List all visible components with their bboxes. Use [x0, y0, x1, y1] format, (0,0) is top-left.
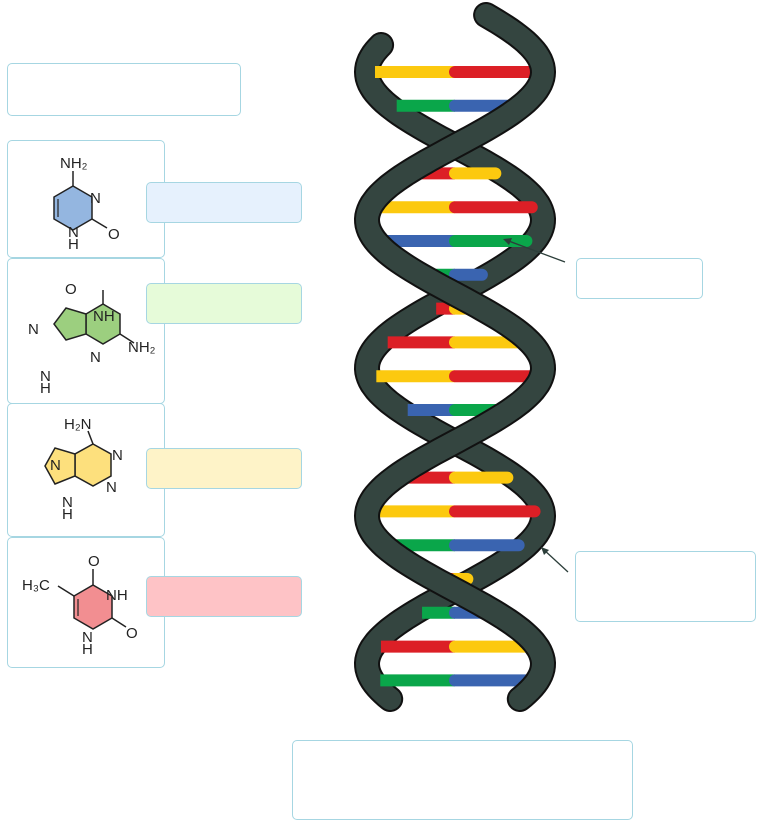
thymine-structure: O H₃C NH O N H [22, 553, 138, 658]
atom-label: N [90, 349, 101, 366]
atom-label: NH [93, 308, 115, 325]
atom-label: NH [106, 587, 128, 604]
cytosine-card: NH₂ N N H O [7, 140, 165, 258]
atom-label: O [126, 625, 138, 642]
thymine-card: O H₃C NH O N H [7, 537, 165, 668]
adenine-card: H₂N N N N N H [7, 403, 165, 537]
thymine-label-box[interactable] [146, 576, 302, 617]
atom-label: H₃C [22, 577, 50, 594]
atom-label: N [68, 224, 79, 241]
atom-label: N [112, 447, 123, 464]
atom-label: N [106, 479, 117, 496]
atom-label: N [90, 190, 101, 207]
cytosine-label-box[interactable] [146, 182, 302, 223]
cytosine-structure: NH₂ N N H O [53, 155, 120, 253]
atom-label: NH₂ [128, 339, 156, 356]
atom-label: H [68, 236, 79, 253]
atom-label: N [40, 368, 51, 385]
label-box-right-lower[interactable] [575, 551, 756, 622]
pointer-arrow-lower [541, 547, 569, 573]
atom-label: N [82, 629, 93, 646]
guanine-card: O NH NH₂ N N N H [7, 258, 165, 404]
adenine-label-box[interactable] [146, 448, 302, 489]
atom-label: N [28, 321, 39, 338]
atom-label: O [108, 226, 120, 243]
atom-label: NH₂ [60, 155, 88, 172]
atom-label: O [88, 553, 100, 570]
adenine-structure: H₂N N N N N H [44, 416, 123, 523]
label-box-right-upper[interactable] [576, 258, 703, 299]
atom-label: N [50, 457, 61, 474]
label-box-top-left[interactable] [7, 63, 241, 116]
backbone-strand-front [355, 4, 555, 710]
atom-label: N [62, 494, 73, 511]
atom-label: H [82, 641, 93, 658]
atom-label: H [62, 506, 73, 523]
label-box-bottom[interactable] [292, 740, 633, 820]
atom-label: O [65, 281, 77, 298]
guanine-label-box[interactable] [146, 283, 302, 324]
atom-label: H₂N [64, 416, 92, 433]
guanine-structure: O NH NH₂ N N N H [28, 281, 156, 397]
atom-label: H [40, 380, 51, 397]
pointer-arrow-upper [503, 238, 566, 263]
